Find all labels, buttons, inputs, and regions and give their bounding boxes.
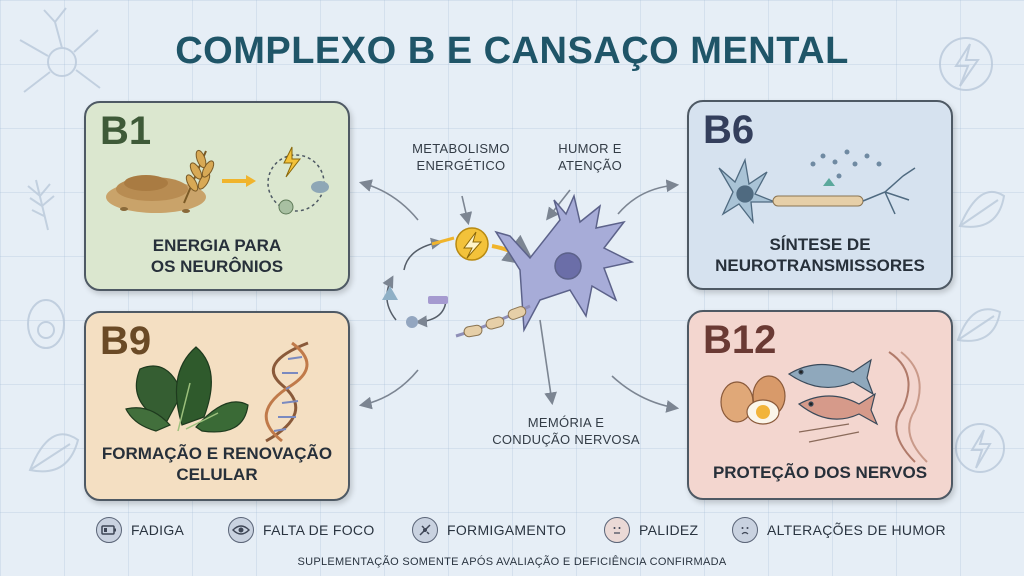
neuron-doodle-icon <box>19 7 101 93</box>
legend-item-fadiga: FADIGA <box>96 513 184 547</box>
sad-face-icon <box>732 517 758 543</box>
vitamin-b6-label: B6 <box>703 108 755 152</box>
energy-doodle-icon <box>939 37 993 91</box>
legend-label: FORMIGAMENTO <box>447 522 567 538</box>
spinach-icon <box>125 346 249 433</box>
molecule-bar-icon <box>428 296 448 304</box>
vitamin-b12-label: B12 <box>703 318 777 362</box>
axon-icon <box>455 304 531 338</box>
arrow-metabolism <box>459 195 473 226</box>
b6-axon-icon <box>772 167 916 215</box>
energy-bolt-icon <box>455 227 489 261</box>
leaf-doodle-icon <box>28 433 80 473</box>
wheat-icon <box>183 149 215 204</box>
nerve-fiber-icon <box>798 351 928 463</box>
b12-caption: PROTEÇÃO DOS NERVOS <box>712 463 928 482</box>
energy-doodle-right-icon <box>955 423 1005 473</box>
vitamin-b1-label: B1 <box>100 109 152 153</box>
card-b6: B6 SÍNTESE DE NEUROTRANSMISSORES <box>687 100 953 290</box>
metabolic-cycle <box>382 237 447 328</box>
b6-caption: SÍNTESE DE NEUROTRANSMISSORES <box>715 235 925 275</box>
fish-icon <box>787 358 879 426</box>
legend-item-formigamento: FORMIGAMENTO <box>412 513 566 547</box>
grain-pile-icon <box>106 175 206 213</box>
arrow-to-b12 <box>611 375 680 413</box>
legend-label: FALTA DE FOCO <box>263 522 375 538</box>
symptoms-legend: FADIGA FALTA DE FOCO FORMIGAMENTO PALIDE… <box>0 513 1024 547</box>
wheat-doodle-icon <box>27 179 55 231</box>
b1-illustration <box>106 146 329 215</box>
vitamin-b9-label: B9 <box>100 319 152 363</box>
b6-illustration <box>718 149 916 225</box>
leaf-doodle-right-2-icon <box>956 308 1002 342</box>
b12-illustration <box>720 351 928 463</box>
b6-neuron-icon <box>718 157 776 225</box>
legend-label: FADIGA <box>131 522 185 538</box>
label-memory-conduction: MEMÓRIA E CONDUÇÃO NERVOSA <box>492 415 640 447</box>
arrow-to-b1 <box>358 179 419 221</box>
arrow-to-b6 <box>617 179 680 215</box>
neuron-icon <box>494 193 635 333</box>
molecule-triangle-icon <box>382 286 398 300</box>
legend-label: ALTERAÇÕES DE HUMOR <box>767 522 946 538</box>
leaf-doodle-right-icon <box>958 190 1006 228</box>
label-mood-attention: HUMOR E ATENÇÃO <box>558 141 622 173</box>
arrow-mood <box>546 189 571 221</box>
egg-icon <box>720 375 786 425</box>
legend-item-falta-de-foco: FALTA DE FOCO <box>228 513 375 547</box>
card-b9: B9 FORMAÇÃO E RENOVAÇÃO CELULAR <box>84 311 350 501</box>
dna-icon <box>264 341 309 443</box>
arrow-to-b9 <box>358 369 419 410</box>
b1-bolt-icon <box>283 146 302 178</box>
legend-item-alteracoes-de-humor: ALTERAÇÕES DE HUMOR <box>732 513 946 547</box>
legend-item-palidez: PALIDEZ <box>604 513 698 547</box>
legend-label: PALIDEZ <box>639 522 699 538</box>
egg-doodle-icon <box>27 299 65 349</box>
card-b12: B12 PROTEÇÃO DOS NERVOS <box>687 310 953 500</box>
arrow-memory <box>539 319 557 406</box>
b1-caption: ENERGIA PARA OS NEURÔNIOS <box>150 236 284 276</box>
card-b1: B1 ENERGIA PARA OS NEURÔNIOS <box>84 101 350 291</box>
pale-face-icon <box>604 517 630 543</box>
molecule-circle-icon <box>406 316 418 328</box>
footer-disclaimer: SUPLEMENTAÇÃO SOMENTE APÓS AVALIAÇÃO E D… <box>297 556 727 568</box>
eye-icon <box>228 517 254 543</box>
b9-illustration <box>125 341 309 443</box>
neurotransmitter-dots-icon <box>810 149 882 186</box>
page-title: COMPLEXO B E CANSAÇO MENTAL <box>175 30 849 72</box>
b9-caption: FORMAÇÃO E RENOVAÇÃO CELULAR <box>101 444 333 484</box>
label-metabolism: METABOLISMO ENERGÉTICO <box>412 141 510 173</box>
battery-icon <box>96 517 122 543</box>
tingling-icon <box>412 517 438 543</box>
